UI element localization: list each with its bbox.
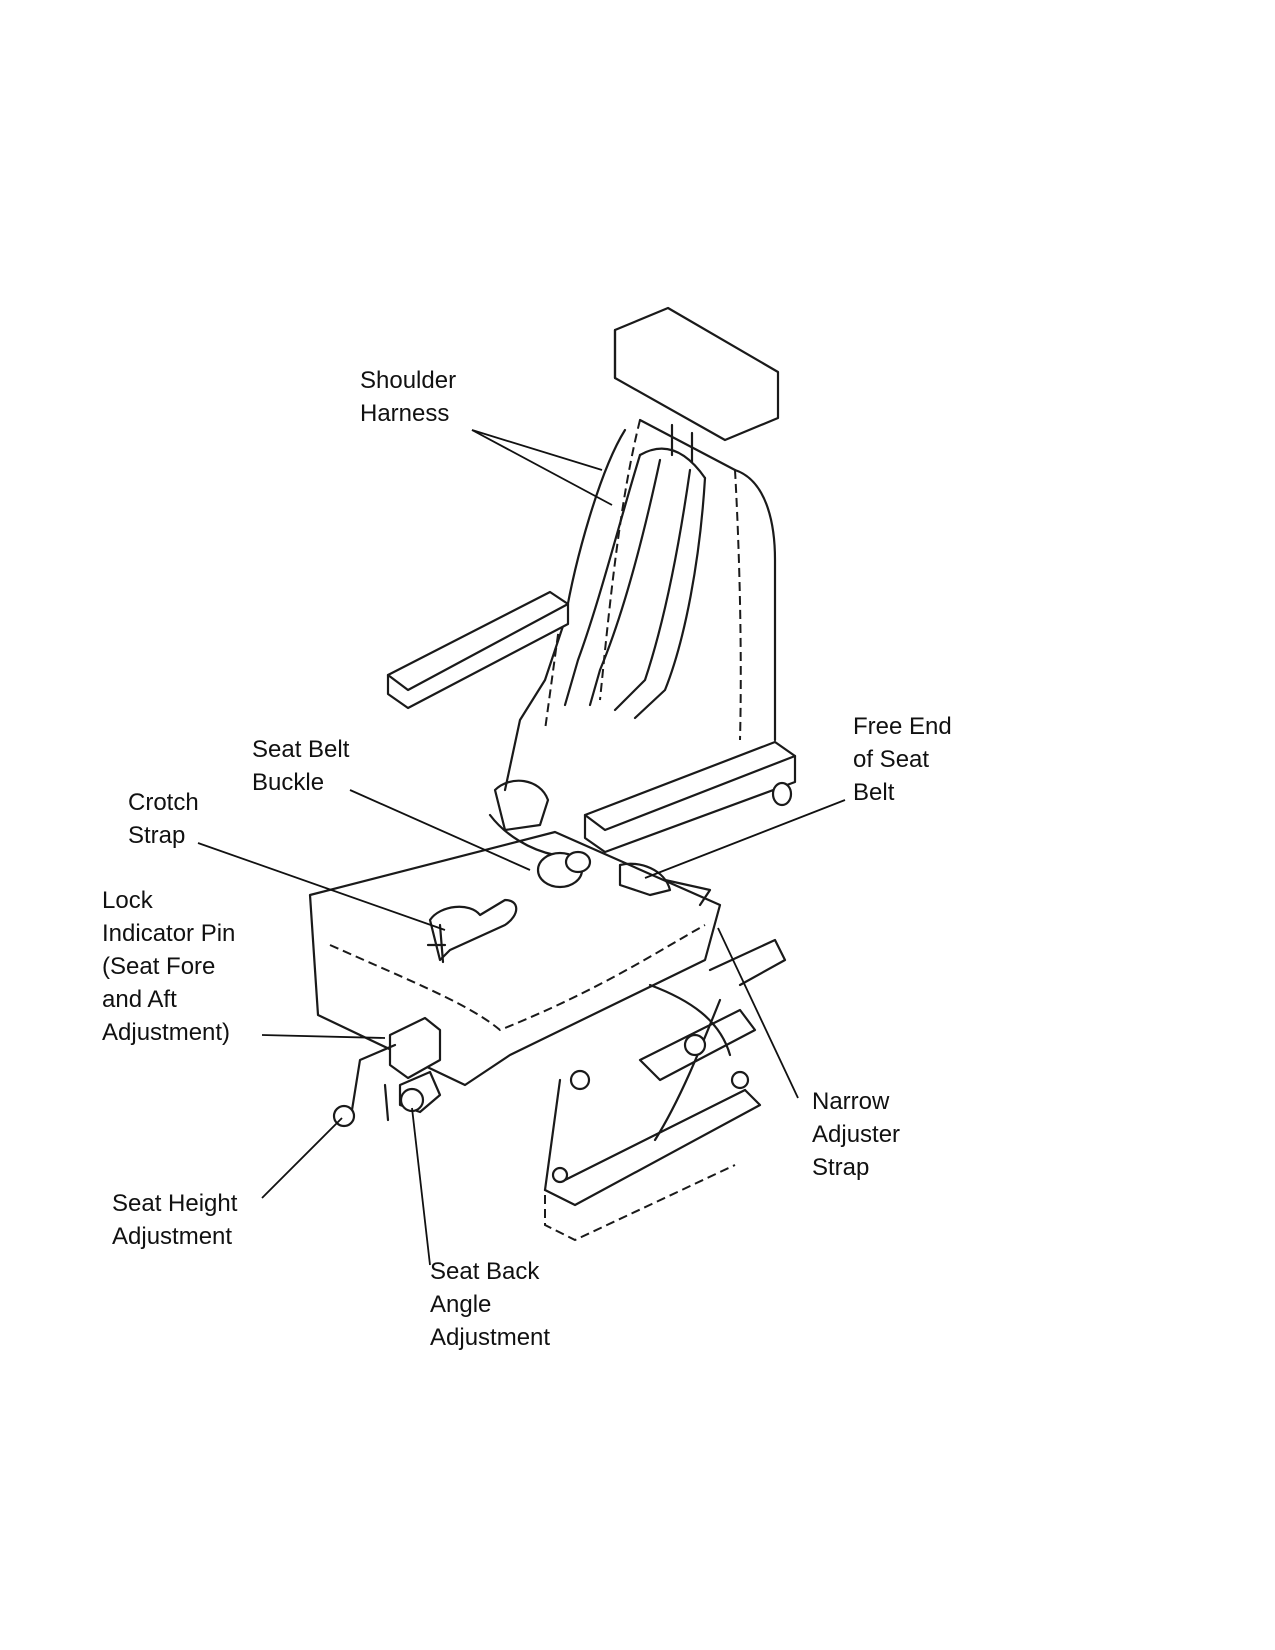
crotch-strap <box>426 898 518 964</box>
seat-cushion <box>308 830 722 1087</box>
label-narrow-adjuster-strap: Narrow Adjuster Strap <box>812 1088 901 1181</box>
adjustment-levers <box>332 1016 442 1128</box>
label-free-end-of-seat-belt: Free End of Seat Belt <box>853 713 952 806</box>
label-seat-height-adjustment: Seat Height Adjustment <box>112 1190 238 1250</box>
left-armrest <box>386 590 570 710</box>
right-armrest <box>583 740 797 854</box>
label-shoulder-harness: Shoulder Harness <box>360 367 457 427</box>
label-crotch-strap: Crotch Strap <box>128 789 199 849</box>
headrest <box>613 306 780 464</box>
shoulder-harness-straps <box>563 447 707 720</box>
label-seat-back-angle-adjustment: Seat Back Angle Adjustment <box>430 1258 551 1351</box>
leader-lines <box>197 429 846 1266</box>
seat-belt-buckle-parts <box>488 779 712 907</box>
label-seat-belt-buckle: Seat Belt Buckle <box>252 736 350 796</box>
seat-pedestal <box>543 938 787 1242</box>
label-lock-indicator-pin: Lock Indicator Pin (Seat Fore and Aft Ad… <box>102 887 236 1046</box>
